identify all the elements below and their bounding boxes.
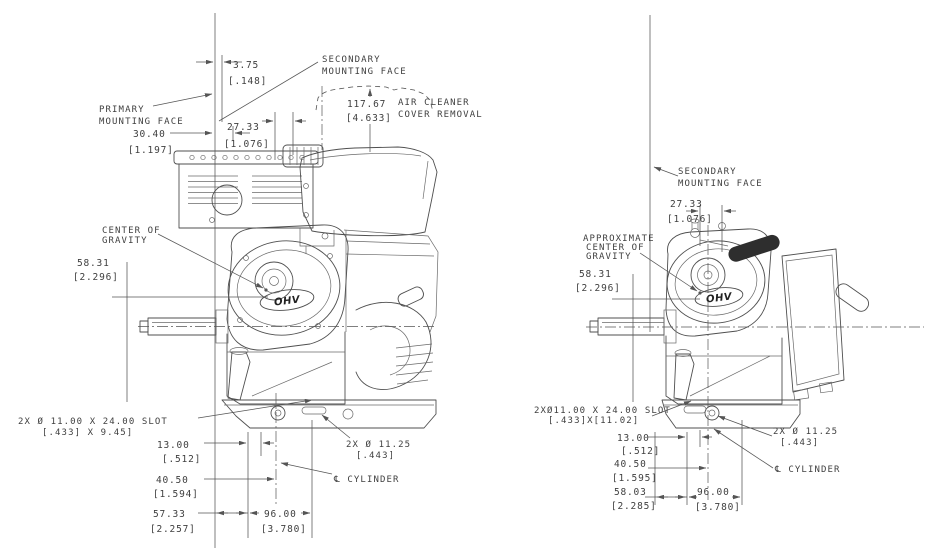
mounting-bolt-hole <box>270 405 286 421</box>
ohv-badge-text: OHV <box>274 294 302 308</box>
cog-leader-right <box>639 252 698 292</box>
cog-label-2: GRAVITY <box>102 236 148 246</box>
dim-aircleaner-mm: 117.67 <box>347 99 386 110</box>
muffler <box>355 286 434 390</box>
dim-primary-in: [1.197] <box>128 145 174 156</box>
dim-cog-mm: 58.31 <box>77 258 110 269</box>
secondary-face-label-right-2: MOUNTING FACE <box>678 179 763 189</box>
mounting-slot-right <box>683 405 707 414</box>
dim-40-right-in: [1.595] <box>612 473 658 484</box>
right-view-labels: SECONDARY MOUNTING FACE 27.33 [1.076] AP… <box>534 167 841 513</box>
dim-cog-right-in: [2.296] <box>575 283 621 294</box>
dim-13-mm: 13.00 <box>157 440 190 451</box>
dim-40-right-mm: 40.50 <box>614 459 647 470</box>
crankcase <box>226 331 346 405</box>
choke-lever <box>397 286 424 307</box>
cylinder-label-right: ℄ CYLINDER <box>774 465 841 475</box>
mounting-slot <box>301 406 327 415</box>
cog-marker-right <box>698 291 702 295</box>
secondary-face-label-2: MOUNTING FACE <box>322 67 407 77</box>
louvers <box>188 175 302 204</box>
holes-label-1: 2X Ø 11.25 <box>346 439 411 450</box>
cog-label-right-1: APPROXIMATE <box>583 234 655 244</box>
holes-label-2: [.443] <box>356 451 395 461</box>
dim-facecyl-in: [1.076] <box>224 139 270 150</box>
air-cleaner-box <box>173 150 319 229</box>
right-view-dimensions <box>586 15 924 505</box>
slot-label-1: 2X Ø 11.00 X 24.00 SLOT <box>18 416 168 427</box>
fuel-fitting <box>690 228 700 238</box>
slot-leader-right <box>651 400 692 417</box>
recoil-handle-grip <box>728 234 780 262</box>
right-view-engine-art: OHV <box>589 218 870 429</box>
engine-block-right <box>343 229 439 333</box>
left-view-labels: 3.75 [.148] SECONDARY MOUNTING FACE PRIM… <box>18 55 483 535</box>
primary-face-leader <box>152 93 213 107</box>
slot-label-right-1: 2XØ11.00 X 24.00 SLOT <box>534 405 671 416</box>
fuel-tank <box>282 144 438 237</box>
dim-13-right-mm: 13.00 <box>617 433 650 444</box>
holes-label-right-1: 2X Ø 11.25 <box>773 426 838 437</box>
dim-facecyl-right-mm: 27.33 <box>670 199 703 210</box>
guard-panel <box>781 248 870 401</box>
holes-leader-right <box>717 415 773 437</box>
dim-96-right-in: [3.780] <box>695 502 741 513</box>
dim-57-in: [2.257] <box>150 524 196 535</box>
dim-facecyl-mm: 27.33 <box>227 122 260 133</box>
secondary-face-label-right-1: SECONDARY <box>678 167 737 177</box>
cog-label-right-2: CENTER OF <box>586 243 645 253</box>
ohv-badge <box>259 289 315 311</box>
cog-label-right-3: GRAVITY <box>586 252 632 262</box>
slot-leader <box>197 398 313 419</box>
left-view-dimensions <box>112 13 434 548</box>
cylinder-leader-right <box>713 428 774 469</box>
dim-13-in: [.512] <box>162 454 201 465</box>
cylinder-leader <box>280 462 333 475</box>
side-bracket <box>835 283 870 312</box>
dim-57-mm: 57.33 <box>153 509 186 520</box>
cog-marker <box>264 288 268 292</box>
mounting-bolt-hole-right <box>704 405 720 421</box>
slot-label-2: [.433] X 9.45] <box>42 428 133 438</box>
dim-58-right-in: [2.285] <box>611 501 657 512</box>
dim-offset-mm: 3.75 <box>233 60 259 71</box>
dim-offset-in: [.148] <box>228 76 267 87</box>
blower-housing-right: OHV <box>665 218 780 337</box>
cylinder-label: ℄ CYLINDER <box>333 475 400 485</box>
dim-58-right-mm: 58.03 <box>614 487 647 498</box>
ohv-badge-right <box>694 287 744 307</box>
dim-96-in: [3.780] <box>261 524 307 535</box>
dim-facecyl-right-in: [1.076] <box>667 214 713 225</box>
secondary-face-label-1: SECONDARY <box>322 55 381 65</box>
ohv-badge-right-text: OHV <box>706 291 734 305</box>
secondary-face-leader-right <box>653 166 679 177</box>
air-cleaner-label-1: AIR CLEANER <box>398 98 470 108</box>
dim-13-right-in: [.512] <box>621 446 660 457</box>
recoil-starter <box>254 261 294 301</box>
holes-leader <box>321 414 351 439</box>
holes-label-right-2: [.443] <box>780 438 819 448</box>
secondary-face-leader <box>218 61 319 122</box>
dim-96-mm: 96.00 <box>264 509 297 520</box>
dim-cog-right-mm: 58.31 <box>579 269 612 280</box>
dim-aircleaner-in: [4.633] <box>346 113 392 124</box>
dim-40-mm: 40.50 <box>156 475 189 486</box>
mounting-base <box>221 399 437 429</box>
cog-label-1: CENTER OF <box>102 226 161 236</box>
blower-housing: OHV <box>226 224 349 351</box>
primary-face-label-1: PRIMARY <box>99 105 145 115</box>
dim-40-in: [1.594] <box>153 489 199 500</box>
dim-cog-in: [2.296] <box>73 272 119 283</box>
air-cleaner-label-2: COVER REMOVAL <box>398 110 483 120</box>
dim-primary-mm: 30.40 <box>133 129 166 140</box>
slot-label-right-2: [.433]X[11.02] <box>548 416 639 426</box>
dim-96-right-mm: 96.00 <box>697 487 730 498</box>
crankcase-right <box>665 335 783 405</box>
cog-leader <box>157 233 264 289</box>
primary-face-label-2: MOUNTING FACE <box>99 117 184 127</box>
left-view-engine-art: OHV <box>139 144 439 429</box>
